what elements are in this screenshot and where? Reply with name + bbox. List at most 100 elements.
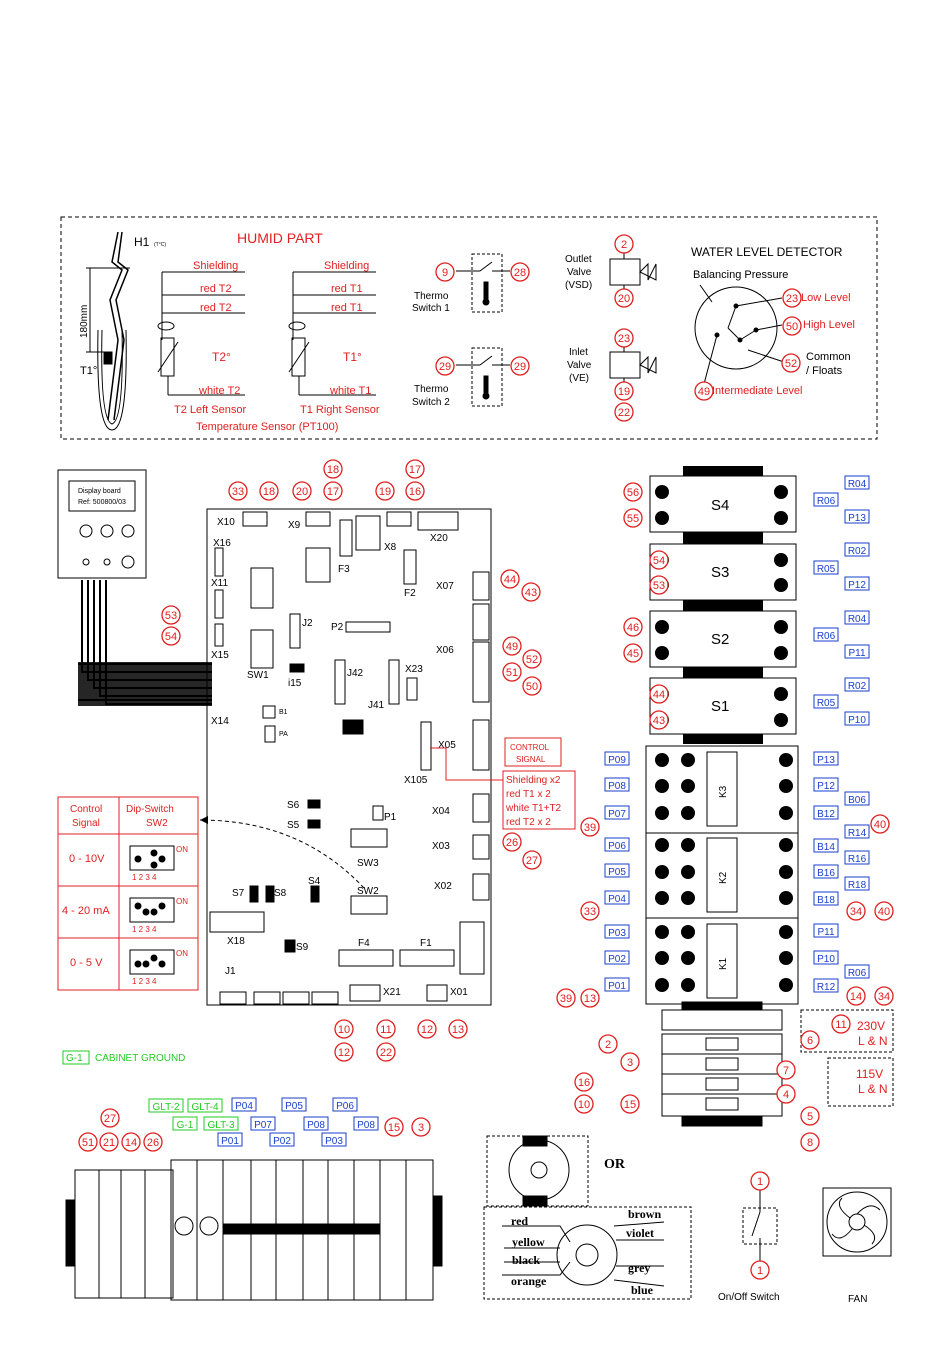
terminal-tag-p11: P11 bbox=[813, 923, 839, 938]
terminal-tag-text: P11 bbox=[817, 927, 834, 938]
transformer bbox=[502, 1221, 665, 1287]
wire-number-17: 17 bbox=[405, 459, 425, 479]
power-terminals bbox=[661, 1001, 783, 1127]
thermo1-l2: Switch 1 bbox=[412, 303, 450, 314]
terminal-tag-p13: P13 bbox=[813, 751, 839, 766]
terminal-tag-p01: P01 bbox=[217, 1132, 243, 1147]
terminal-tag-text: P06 bbox=[608, 841, 626, 852]
temp-sensor-label: Temperature Sensor (PT100) bbox=[196, 421, 338, 433]
ct-row1: 0 - 10V bbox=[69, 853, 105, 865]
terminal-tag-text: P08 bbox=[307, 1120, 325, 1131]
lbl-pa: PA bbox=[279, 731, 288, 738]
terminal-tag-text: R02 bbox=[848, 546, 867, 557]
wire-number-43: 43 bbox=[521, 582, 541, 602]
terminal-tag-p13: P13 bbox=[844, 509, 870, 524]
wire-number-text: 17 bbox=[409, 464, 421, 476]
wire-number-49: 49 bbox=[694, 381, 714, 401]
lbl-s4: S4 bbox=[308, 876, 321, 887]
wire-number-text: 20 bbox=[618, 293, 630, 305]
terminal-tag-p08: P08 bbox=[353, 1116, 379, 1131]
terminal-tag-r06: R06 bbox=[813, 627, 839, 642]
lbl-f3: F3 bbox=[338, 564, 350, 575]
wire-number-text: 23 bbox=[618, 333, 630, 345]
wld-low: Low Level bbox=[801, 292, 851, 304]
wire-number-20: 20 bbox=[614, 288, 634, 308]
wire-number-33: 33 bbox=[228, 481, 248, 501]
terminal-tag-text: P04 bbox=[608, 894, 626, 905]
lbl-x16: X16 bbox=[213, 538, 231, 549]
lbl-x105: X105 bbox=[404, 775, 428, 786]
lbl-sw1: SW1 bbox=[247, 670, 269, 681]
wire-number-39: 39 bbox=[556, 988, 576, 1008]
t1-sensor bbox=[288, 271, 376, 396]
terminal-tag-p06: P06 bbox=[604, 837, 630, 852]
psu-115-l2: L & N bbox=[858, 1082, 888, 1096]
wire-number-2: 2 bbox=[598, 1034, 618, 1054]
outlet-l1: Outlet bbox=[565, 254, 592, 265]
tc-blue: blue bbox=[631, 1283, 654, 1297]
wld-common-1: Common bbox=[806, 351, 851, 363]
h1-label: H1 bbox=[134, 235, 150, 249]
lbl-x8: X8 bbox=[384, 542, 397, 553]
lbl-x10: X10 bbox=[217, 517, 235, 528]
wire-number-18: 18 bbox=[259, 481, 279, 501]
wire-number-text: 15 bbox=[388, 1122, 400, 1134]
terminal-tag-text: G-1 bbox=[177, 1120, 194, 1131]
lbl-j41: J41 bbox=[368, 700, 385, 711]
display-board bbox=[57, 469, 147, 579]
wire-number-1: 1 bbox=[750, 1260, 770, 1280]
water-level-detector bbox=[694, 284, 785, 385]
t2-sensor-label: T2 Left Sensor bbox=[174, 404, 246, 416]
wire-number-53: 53 bbox=[649, 575, 669, 595]
wire-number-text: 52 bbox=[785, 358, 797, 370]
thermo2-l1: Thermo bbox=[414, 384, 449, 395]
lbl-sw2: SW2 bbox=[357, 886, 379, 897]
board-labels: X10 X9 X8 X20 X16 X11 X15 X14 F3 F2 X07 … bbox=[211, 517, 468, 998]
wire-number-text: 3 bbox=[627, 1057, 633, 1069]
wb-l4: red T2 x 2 bbox=[506, 817, 551, 828]
ct-h1b: Signal bbox=[72, 818, 100, 829]
wire-number-text: 27 bbox=[526, 855, 538, 867]
wire-number-text: 39 bbox=[584, 822, 596, 834]
terminal-tag-text: P02 bbox=[608, 954, 626, 965]
terminal-tag-text: P13 bbox=[848, 513, 866, 524]
terminal-tag-p11: P11 bbox=[844, 644, 870, 659]
terminal-tag-g-1: G-1 bbox=[172, 1116, 198, 1131]
terminal-tag-glt-3: GLT-3 bbox=[203, 1116, 239, 1131]
tc-grey: grey bbox=[628, 1261, 650, 1275]
wire-number-text: 43 bbox=[525, 587, 537, 599]
lbl-x02: X02 bbox=[434, 881, 452, 892]
wire-number-text: 20 bbox=[296, 486, 308, 498]
terminal-tag-p06: P06 bbox=[332, 1097, 358, 1112]
lbl-x21: X21 bbox=[383, 987, 401, 998]
lbl-s9: S9 bbox=[296, 942, 309, 953]
wire-number-14: 14 bbox=[121, 1132, 141, 1152]
terminal-tag-text: P08 bbox=[608, 781, 626, 792]
terminal-tag-text: P08 bbox=[357, 1120, 375, 1131]
wire-number-text: 43 bbox=[653, 715, 665, 727]
transformer-colors: red yellow black orange brown violet gre… bbox=[511, 1207, 661, 1297]
wire-number-text: 4 bbox=[783, 1089, 789, 1101]
lbl-p2: P2 bbox=[331, 622, 344, 633]
wire-number-40: 40 bbox=[870, 814, 890, 834]
terminal-tag-p04: P04 bbox=[231, 1097, 257, 1112]
ct-row2: 4 - 20 mA bbox=[62, 905, 110, 917]
wire-number-28: 28 bbox=[510, 262, 530, 282]
relay-s2: S2 bbox=[711, 631, 729, 648]
lbl-x9: X9 bbox=[288, 520, 301, 531]
fan-label: FAN bbox=[848, 1294, 867, 1305]
wire-number-text: 7 bbox=[783, 1065, 789, 1077]
terminal-tag-p07: P07 bbox=[250, 1116, 276, 1131]
terminal-tag-b18: B18 bbox=[813, 891, 839, 906]
terminal-tag-text: P12 bbox=[848, 580, 866, 591]
terminal-tag-b14: B14 bbox=[813, 838, 839, 853]
wire-number-17: 17 bbox=[323, 481, 343, 501]
lbl-x11: X11 bbox=[211, 578, 228, 589]
transformer-alt bbox=[508, 1135, 570, 1207]
wire-number-34: 34 bbox=[846, 901, 866, 921]
inlet-l3: (VE) bbox=[569, 373, 589, 384]
terminal-tag-text: B14 bbox=[817, 842, 835, 853]
or-label: OR bbox=[604, 1157, 626, 1172]
